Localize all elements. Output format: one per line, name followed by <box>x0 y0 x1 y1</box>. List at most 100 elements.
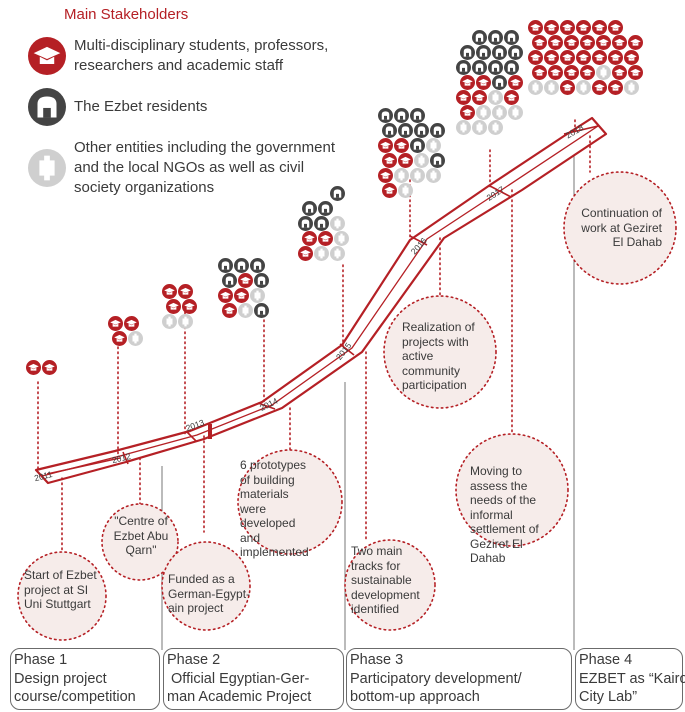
academic-icon <box>398 153 413 168</box>
resident-icon <box>314 216 329 231</box>
legend-text-residents: The Ezbet residents <box>74 98 208 115</box>
entity-icon <box>398 183 413 198</box>
academic-icon <box>544 50 559 65</box>
entity-icon <box>410 168 425 183</box>
academic-icon <box>576 20 591 35</box>
phase-3-line2: bottom-up approach <box>350 689 480 705</box>
academic-icon <box>234 288 249 303</box>
academic-icon <box>476 75 491 90</box>
academic-icon <box>608 20 623 35</box>
academic-icon <box>318 231 333 246</box>
academic-icon <box>182 299 197 314</box>
entity-icon <box>334 231 349 246</box>
resident-icon <box>394 108 409 123</box>
entity-icon <box>128 331 143 346</box>
phase-1-name: Phase 1 <box>14 652 68 668</box>
academic-icon <box>560 20 575 35</box>
year-label-2011: 2011 <box>33 469 53 483</box>
academic-icon <box>528 20 543 35</box>
academic-icon <box>528 50 543 65</box>
legend-text-other-entities: Other entities including the government … <box>74 139 335 196</box>
entity-icon <box>508 105 523 120</box>
academic-icon <box>460 105 475 120</box>
entity-icon <box>544 80 559 95</box>
resident-icon <box>254 273 269 288</box>
entity-icon <box>576 80 591 95</box>
academic-icon <box>596 35 611 50</box>
legend-text-academic: Multi-disciplinary students, professors,… <box>74 37 329 74</box>
academic-icon <box>612 35 627 50</box>
resident-icon <box>492 45 507 60</box>
callout-text-2018: Continuation of work at Geziret El Dahab <box>581 206 662 249</box>
entity-icon <box>314 246 329 261</box>
academic-icon <box>378 138 393 153</box>
academic-icon <box>504 90 519 105</box>
academic-icon <box>544 20 559 35</box>
resident-icon <box>302 201 317 216</box>
entity-icon <box>426 138 441 153</box>
resident-icon <box>472 30 487 45</box>
academic-icon <box>218 288 233 303</box>
academic-icon <box>580 35 595 50</box>
callout-text-2017: Moving to assess the needs of the inform… <box>470 464 539 565</box>
callout-circle-2014 <box>237 449 343 555</box>
resident-icon <box>410 138 425 153</box>
resident-icon <box>254 303 269 318</box>
academic-icon <box>548 65 563 80</box>
academic-icon <box>178 284 193 299</box>
academic-icon <box>532 35 547 50</box>
resident-icon <box>250 258 265 273</box>
entity-icon <box>330 216 345 231</box>
phase-4-name: Phase 4 <box>579 652 633 668</box>
resident-icon <box>430 153 445 168</box>
academic-icon <box>124 316 139 331</box>
resident-icon <box>414 123 429 138</box>
callout-circle-2013 <box>161 541 251 631</box>
academic-icon <box>382 183 397 198</box>
academic-icon <box>592 20 607 35</box>
phase-2-line2: man Academic Project <box>167 689 312 705</box>
academic-icon <box>592 50 607 65</box>
callout-text-2014: 6 prototypes of building materials were … <box>240 458 309 559</box>
resident-icon <box>234 258 249 273</box>
entity-icon <box>528 80 543 95</box>
legend-item-other-entities: Other entities including the government … <box>28 138 344 198</box>
connectors <box>37 119 591 566</box>
resident-icon <box>504 30 519 45</box>
entity-icon <box>456 120 471 135</box>
entity-icon <box>238 303 253 318</box>
phase-3-box: Phase 3 Participatory development/ botto… <box>346 648 572 710</box>
academic-icon <box>564 65 579 80</box>
academic-icon <box>42 360 57 375</box>
callout-text-2013: Funded as a German-Egypt-ain project <box>168 572 251 615</box>
academic-icon <box>532 65 547 80</box>
resident-icon <box>460 45 475 60</box>
resident-icon <box>218 258 233 273</box>
academic-icon <box>394 138 409 153</box>
legend-title: Main Stakeholders <box>64 6 189 23</box>
resident-icon <box>472 60 487 75</box>
resident-icon <box>488 60 503 75</box>
academic-icon <box>108 316 123 331</box>
academic-icon <box>378 168 393 183</box>
academic-icon <box>564 35 579 50</box>
academic-icon <box>28 37 66 75</box>
entity-icon <box>28 149 66 187</box>
academic-icon <box>238 273 253 288</box>
academic-icon <box>302 231 317 246</box>
entity-icon <box>178 314 193 329</box>
resident-icon <box>378 108 393 123</box>
legend-item-residents: The Ezbet residents <box>28 88 374 126</box>
academic-icon <box>592 80 607 95</box>
resident-icon <box>410 108 425 123</box>
phase-2-name: Phase 2 <box>167 652 221 668</box>
callout-circles <box>17 171 677 641</box>
callout-circle-2018 <box>563 171 677 285</box>
phase-2-line1: Official Egyptian-Ger- <box>167 670 310 687</box>
resident-icon <box>492 75 507 90</box>
callout-text-2015: Two main tracks for sustainable developm… <box>351 544 420 616</box>
resident-icon <box>504 60 519 75</box>
entity-icon <box>624 80 639 95</box>
academic-icon <box>612 65 627 80</box>
resident-icon <box>222 273 237 288</box>
